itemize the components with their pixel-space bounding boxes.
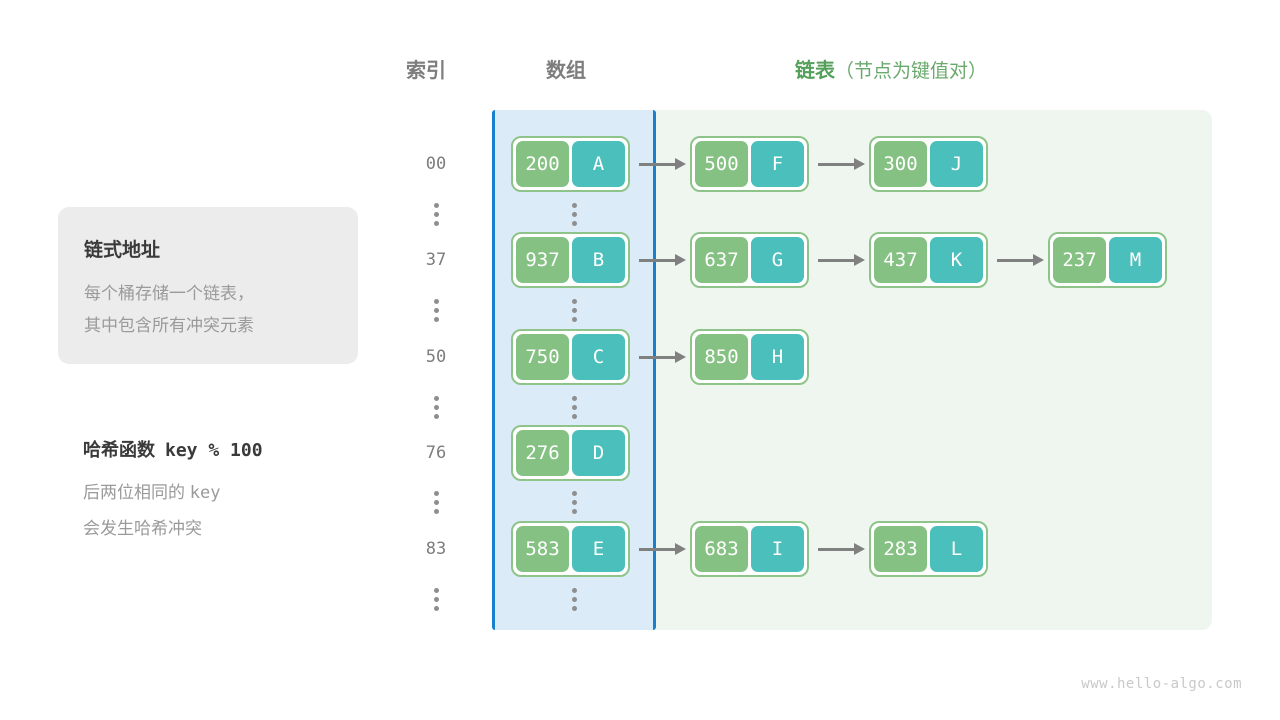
bucket-index-label: 50 [425, 347, 447, 367]
info-card-line-1: 每个桶存储一个链表， [84, 284, 254, 303]
node-value: G [751, 237, 804, 283]
node-value: F [751, 141, 804, 187]
bucket-index-label: 00 [425, 154, 447, 174]
vertical-ellipsis-icon [565, 396, 583, 419]
hash-function-note: 哈希函数 key % 100 后两位相同的 key 会发生哈希冲突 [83, 436, 263, 539]
next-pointer-arrow [997, 254, 1044, 266]
node-value: C [572, 334, 625, 380]
next-pointer-arrow [639, 351, 686, 363]
vertical-ellipsis-icon [427, 299, 445, 322]
node-value: E [572, 526, 625, 572]
node-key: 237 [1053, 237, 1106, 283]
vertical-ellipsis-icon [565, 588, 583, 611]
arrow-shaft [639, 162, 675, 166]
node-value: B [572, 237, 625, 283]
column-header-linkedlist: 链表（节点为键值对） [795, 54, 987, 83]
hash-function-label: 哈希函数 [83, 440, 155, 460]
arrow-shaft [639, 355, 675, 359]
arrow-head [675, 543, 686, 555]
hash-note-line-1: 后两位相同的 key [83, 478, 263, 503]
arrow-shaft [818, 547, 854, 551]
node-key: 500 [695, 141, 748, 187]
vertical-ellipsis-icon [565, 299, 583, 322]
arrow-head [854, 158, 865, 170]
node-key: 283 [874, 526, 927, 572]
hash-function-expression: key % 100 [165, 440, 263, 461]
hash-note-line-1-code: key [189, 483, 221, 503]
column-header-index: 索引 [406, 60, 446, 82]
vertical-ellipsis-icon [565, 491, 583, 514]
node-value: A [572, 141, 625, 187]
node-key: 276 [516, 430, 569, 476]
bucket-index-label: 76 [425, 443, 447, 463]
info-card-line-2: 其中包含所有冲突元素 [84, 316, 254, 335]
arrow-head [675, 351, 686, 363]
node-key: 683 [695, 526, 748, 572]
info-card-title: 链式地址 [84, 240, 161, 261]
arrow-shaft [639, 258, 675, 262]
hash-note-line-1-text: 后两位相同的 [83, 483, 185, 502]
arrow-head [675, 254, 686, 266]
vertical-ellipsis-icon [427, 588, 445, 611]
next-pointer-arrow [818, 158, 865, 170]
arrow-head [854, 254, 865, 266]
node-value: H [751, 334, 804, 380]
node-key: 937 [516, 237, 569, 283]
arrow-head [854, 543, 865, 555]
node-value: D [572, 430, 625, 476]
next-pointer-arrow [639, 158, 686, 170]
bucket-index-label: 83 [425, 539, 447, 559]
node-key: 583 [516, 526, 569, 572]
column-header-array: 数组 [546, 60, 586, 82]
vertical-ellipsis-icon [427, 491, 445, 514]
node-key: 200 [516, 141, 569, 187]
hash-note-line-2: 会发生哈希冲突 [83, 519, 202, 538]
column-header-linkedlist-main: 链表 [795, 60, 835, 82]
next-pointer-arrow [639, 254, 686, 266]
node-value: M [1109, 237, 1162, 283]
node-key: 750 [516, 334, 569, 380]
arrow-head [1033, 254, 1044, 266]
site-watermark: www.hello-algo.com [1081, 676, 1242, 692]
hash-function-title-row: 哈希函数 key % 100 [83, 436, 263, 462]
vertical-ellipsis-icon [427, 396, 445, 419]
node-key: 850 [695, 334, 748, 380]
arrow-shaft [818, 162, 854, 166]
arrow-shaft [997, 258, 1033, 262]
vertical-ellipsis-icon [565, 203, 583, 226]
node-key: 637 [695, 237, 748, 283]
node-value: I [751, 526, 804, 572]
bucket-index-label: 37 [425, 250, 447, 270]
next-pointer-arrow [818, 254, 865, 266]
arrow-head [675, 158, 686, 170]
next-pointer-arrow [818, 543, 865, 555]
arrow-shaft [639, 547, 675, 551]
vertical-ellipsis-icon [427, 203, 445, 226]
next-pointer-arrow [639, 543, 686, 555]
node-key: 300 [874, 141, 927, 187]
column-header-linkedlist-sub: （节点为键值对） [835, 61, 988, 82]
node-key: 437 [874, 237, 927, 283]
node-value: K [930, 237, 983, 283]
info-card: 链式地址 每个桶存储一个链表， 其中包含所有冲突元素 [58, 207, 358, 364]
node-value: L [930, 526, 983, 572]
arrow-shaft [818, 258, 854, 262]
node-value: J [930, 141, 983, 187]
